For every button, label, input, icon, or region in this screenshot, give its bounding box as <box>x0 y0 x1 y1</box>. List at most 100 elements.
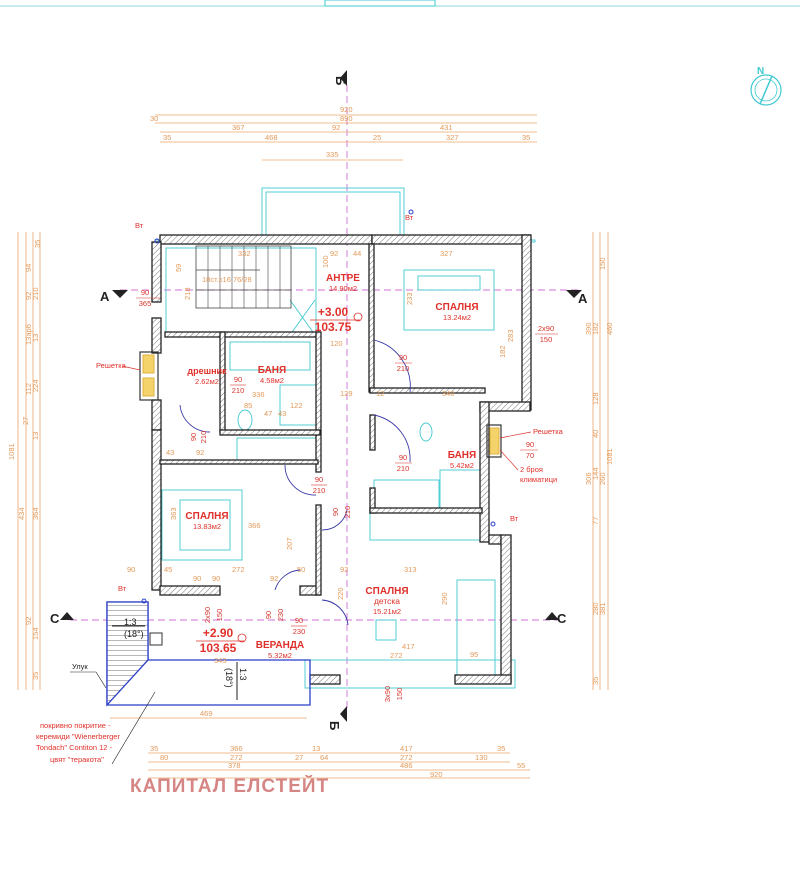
dimensions-bottom: 35 366 13 417 35 80 272 27 64 272 130 37… <box>110 709 530 779</box>
svg-text:260: 260 <box>598 472 607 485</box>
svg-text:2.62м2: 2.62м2 <box>195 377 219 386</box>
svg-text:378: 378 <box>228 761 241 770</box>
north-arrow-icon: N <box>750 66 782 106</box>
svg-text:90: 90 <box>193 574 201 583</box>
svg-text:224: 224 <box>31 379 40 392</box>
svg-text:182: 182 <box>591 322 600 335</box>
roof-slope-left: 1:3 (18°) <box>112 617 145 639</box>
room-veranda: ВЕРАНДА 5.32м2 <box>256 640 304 660</box>
svg-text:1:3: 1:3 <box>238 668 248 681</box>
svg-text:207: 207 <box>285 537 294 550</box>
svg-text:64: 64 <box>320 753 328 762</box>
svg-text:230: 230 <box>276 609 285 622</box>
svg-text:150: 150 <box>215 609 224 622</box>
svg-text:103.65: 103.65 <box>200 641 237 655</box>
svg-text:40: 40 <box>591 430 600 438</box>
svg-text:1081: 1081 <box>7 443 16 460</box>
dimensions-top: 920 30 890 367 92 431 35 468 25 327 35 3… <box>150 105 537 161</box>
svg-text:35: 35 <box>150 744 158 753</box>
svg-text:90: 90 <box>526 440 534 449</box>
room-bathroom-1: БАНЯ 4.58м2 <box>258 365 286 385</box>
svg-text:210: 210 <box>199 431 208 444</box>
room-bathroom-2: БАНЯ 5.42м2 <box>448 450 476 470</box>
roof-slope-bottom: (18°) 1:3 <box>224 662 248 700</box>
svg-text:C: C <box>50 611 60 626</box>
svg-text:35: 35 <box>31 672 40 680</box>
dimensions-left: 35 94 210 92 13 112 224 27 13 1081 434 3… <box>7 232 42 690</box>
svg-text:150: 150 <box>395 688 404 701</box>
svg-text:45: 45 <box>164 565 172 574</box>
svg-text:15.21м2: 15.21м2 <box>373 607 401 616</box>
svg-text:13: 13 <box>312 744 320 753</box>
svg-text:150: 150 <box>540 335 553 344</box>
room-bedroom-1: СПАЛНЯ 13.24м2 <box>435 302 478 322</box>
balcony-top <box>261 187 405 237</box>
annotations: Решетка Решетка 2 броя климатици Вт Вт В… <box>36 209 564 765</box>
svg-text:327: 327 <box>440 249 453 258</box>
svg-text:460: 460 <box>605 322 614 335</box>
svg-text:13.24м2: 13.24м2 <box>443 313 471 322</box>
svg-text:94: 94 <box>24 264 33 272</box>
svg-text:283: 283 <box>506 329 515 342</box>
svg-text:+3.00: +3.00 <box>318 305 349 319</box>
dimensions-interior: 332 92 44 327 120 336 129 12 340 85 47 4… <box>127 249 515 665</box>
door-swings <box>179 339 411 626</box>
svg-text:Вт: Вт <box>510 514 519 523</box>
svg-text:417: 417 <box>402 642 415 651</box>
svg-text:13.83м2: 13.83м2 <box>193 522 221 531</box>
svg-text:469: 469 <box>200 709 213 718</box>
svg-text:77: 77 <box>591 517 600 525</box>
svg-text:390: 390 <box>584 322 593 335</box>
svg-text:+2.90: +2.90 <box>203 626 234 640</box>
svg-text:покривно покритие -: покривно покритие - <box>40 721 111 730</box>
svg-text:218: 218 <box>183 287 192 300</box>
svg-text:381: 381 <box>598 602 607 615</box>
balcony-top-inner <box>265 191 401 237</box>
svg-text:272: 272 <box>232 565 245 574</box>
svg-text:35: 35 <box>591 677 600 685</box>
svg-text:90: 90 <box>264 611 273 619</box>
svg-text:35: 35 <box>497 744 505 753</box>
frame-notch <box>324 0 436 7</box>
svg-text:365: 365 <box>139 299 152 308</box>
svg-text:цвят "теракота": цвят "теракота" <box>50 755 104 764</box>
svg-text:2x90: 2x90 <box>203 607 212 623</box>
stairs-label: 18ст.х16.76/28 <box>202 275 252 284</box>
svg-text:366: 366 <box>230 744 243 753</box>
svg-text:332: 332 <box>238 249 251 258</box>
svg-text:35: 35 <box>163 133 171 142</box>
svg-text:климатици: климатици <box>520 475 557 484</box>
svg-text:30: 30 <box>150 114 158 123</box>
svg-text:95: 95 <box>470 650 478 659</box>
svg-text:СПАЛНЯ: СПАЛНЯ <box>365 586 408 597</box>
svg-text:130: 130 <box>475 753 488 762</box>
svg-text:210: 210 <box>31 287 40 300</box>
svg-text:92: 92 <box>330 249 338 258</box>
svg-text:327: 327 <box>446 133 459 142</box>
svg-text:90: 90 <box>399 353 407 362</box>
svg-text:272: 272 <box>400 753 413 762</box>
svg-text:129: 129 <box>340 389 353 398</box>
svg-text:272: 272 <box>390 651 403 660</box>
svg-text:90: 90 <box>141 288 149 297</box>
svg-text:90: 90 <box>127 565 135 574</box>
svg-text:335: 335 <box>326 150 339 159</box>
svg-text:144: 144 <box>591 467 600 480</box>
svg-text:3x90: 3x90 <box>383 686 392 702</box>
svg-text:90: 90 <box>399 453 407 462</box>
svg-text:210: 210 <box>343 506 352 519</box>
svg-text:44: 44 <box>353 249 361 258</box>
svg-text:Б: Б <box>327 721 342 730</box>
svg-text:Б: Б <box>333 76 348 85</box>
svg-text:182: 182 <box>498 345 507 358</box>
svg-text:920: 920 <box>430 770 443 779</box>
